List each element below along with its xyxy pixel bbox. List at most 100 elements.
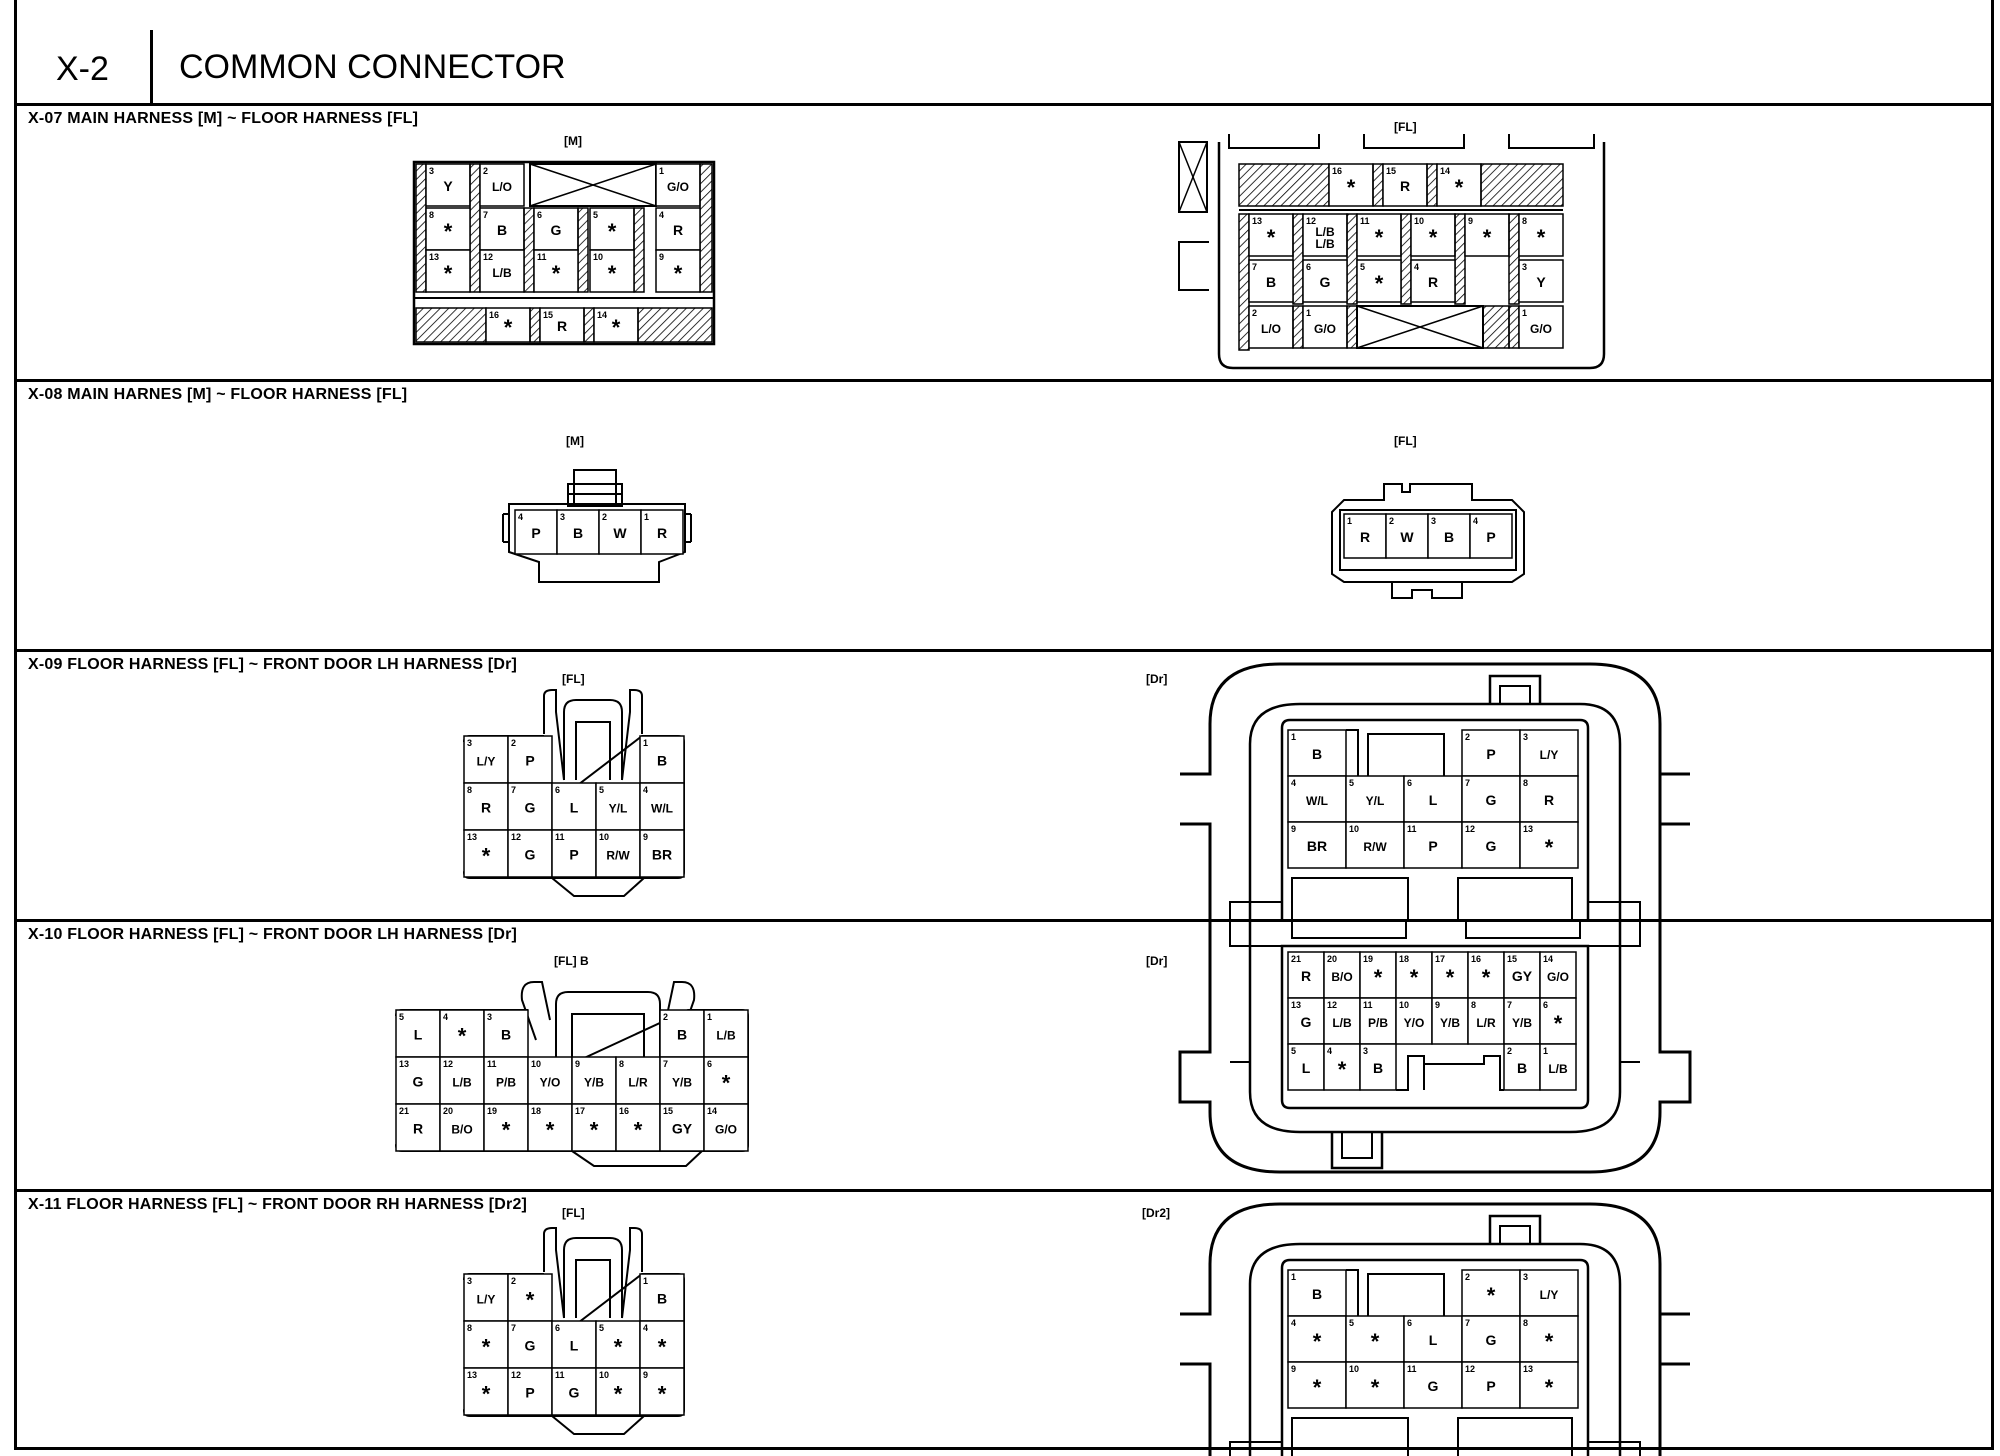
pin-cell [1248,213,1294,257]
pin-wire-color: L/B [716,1029,736,1043]
pin-cell [1518,213,1564,257]
pin-cell [527,1103,573,1152]
section-x08: X-08 MAIN HARNES [M] ~ FLOOR HARNESS [FL… [14,382,1994,652]
pin-number: 4 [1473,516,1478,526]
connector-housing [1300,1242,1622,1456]
connector-housing [1248,702,1301,922]
pin-number: 15 [1386,166,1396,176]
pin-number: 13 [429,252,439,262]
pin-cell [655,207,701,251]
pin-number: 6 [1407,1318,1412,1328]
pin-number: 8 [1523,1318,1528,1328]
pin-wire-color: R [657,525,667,541]
pin-wire-color: * [482,844,491,869]
pin-number: 13 [1523,824,1533,834]
connector-label-right: [FL] [1394,434,1417,448]
pin-wire-color: * [1482,965,1491,990]
pin-number: 14 [707,1106,717,1116]
pin-number: 6 [555,1323,560,1333]
connector-housing [685,513,692,543]
pin-wire-color: * [1338,1057,1347,1082]
connector-housing [520,981,551,1041]
pin-wire-color: P [1486,746,1495,762]
connector-housing [1488,1214,1542,1244]
pin-number: 11 [555,1370,565,1380]
pin-wire-color: B [501,1027,511,1043]
pin-number: 7 [511,1323,516,1333]
pin-wire-color: G [1428,1378,1439,1394]
connector-housing [1217,142,1606,370]
connector-housing [1180,662,1281,776]
pin-cell [514,509,558,555]
pin-cell [703,1103,749,1152]
pin-number: 16 [489,310,499,320]
pin-cell [1287,1361,1347,1409]
pin-number: 15 [543,310,553,320]
pin-number: 10 [599,1370,609,1380]
connector-label-left: [FL] [562,672,585,686]
hatched-blank [1480,163,1564,207]
pin-cell [1356,213,1402,257]
pin-wire-color: GY [672,1121,693,1137]
pin-cell [1461,1315,1521,1363]
pin-number: 1 [643,738,648,748]
section-x09: X-09 FLOOR HARNESS [FL] ~ FRONT DOOR LH … [14,652,1994,922]
pin-number: 15 [1507,954,1517,964]
pin-wire-color: * [1375,225,1384,250]
connector-housing [1228,134,1320,149]
pin-number: 8 [467,1323,472,1333]
pin-cell [551,1320,597,1369]
pin-number: 2 [511,738,516,748]
hatched-blank [1508,305,1520,349]
pin-number: 15 [663,1106,673,1116]
pin-wire-color: * [1554,1011,1563,1036]
connector-label-right: [Dr2] [1142,1206,1171,1220]
pin-wire-color: G/O [1530,322,1552,336]
pin-cell [1461,821,1521,869]
pin-wire-color: R/W [1363,840,1387,854]
pin-wire-color: L/O [492,180,512,194]
pin-cell [439,1056,485,1105]
pin-wire-color: B [1444,529,1454,545]
pin-wire-color: P [1486,529,1495,545]
connector-housing [665,981,696,1041]
pin-number: 17 [1435,954,1445,964]
pin-number: 1 [1291,732,1296,742]
pin-wire-color: * [634,1118,643,1143]
pin-cell [395,1103,441,1152]
pin-number: 5 [1349,778,1354,788]
pin-number: 11 [1363,1000,1373,1010]
pin-wire-color: L/B [452,1076,472,1090]
section-x11: X-11 FLOOR HARNESS [FL] ~ FRONT DOOR RH … [14,1192,1994,1456]
pin-wire-color: G [569,1385,580,1401]
connector-housing [563,1237,623,1318]
pin-wire-color: * [608,261,617,286]
pin-number: 6 [707,1059,712,1069]
pin-number: 4 [659,210,664,220]
pin-wire-color: Y/L [609,802,628,816]
pin-number: 2 [1252,308,1257,318]
pin-number: 6 [537,210,542,220]
connector-housing [571,1150,703,1167]
pin-cell [533,207,579,251]
pin-cell [479,163,525,207]
connector-housing [1300,702,1622,922]
pin-cell [655,249,701,293]
pin-wire-color: R [481,800,491,816]
pin-cell [1345,1361,1405,1409]
pin-wire-color: * [1545,1375,1554,1400]
pin-wire-color: * [612,315,621,340]
pin-number: 9 [1291,824,1296,834]
pin-wire-color: G/O [715,1123,737,1137]
pin-number: 9 [1468,216,1473,226]
pin-wire-color: B [657,1291,667,1307]
pin-cell [1518,259,1564,303]
pin-wire-color-line: L/B [1315,237,1335,251]
pin-number: 4 [1291,1318,1296,1328]
pin-number: 1 [1306,308,1311,318]
connector-inner [1339,509,1517,571]
pin-wire-color: G/O [1547,970,1569,984]
pin-number: 6 [555,785,560,795]
connector-housing [1280,944,1590,1110]
